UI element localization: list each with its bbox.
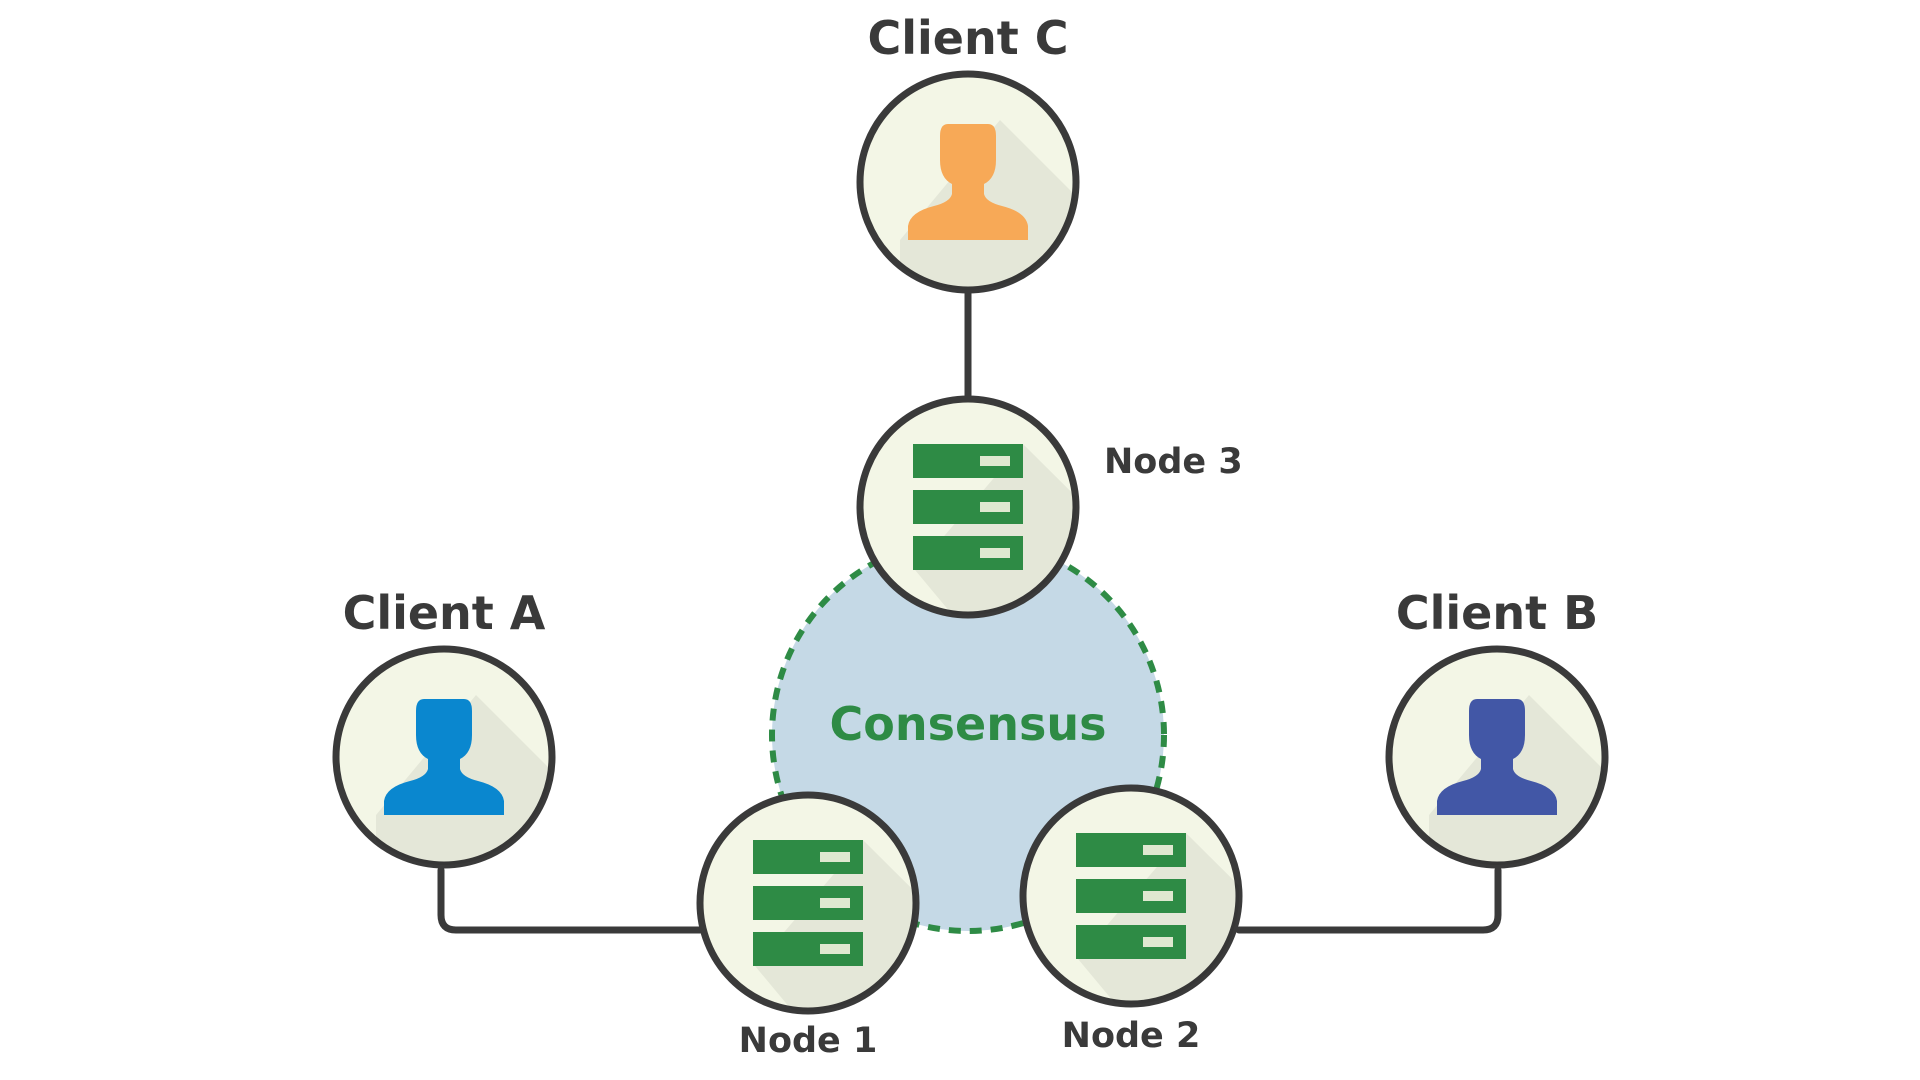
client-c: Client C (856, 11, 1080, 294)
server-rack-icon (913, 444, 1023, 570)
connector-client-b-node-2 (1235, 866, 1502, 934)
node-3: Node 3 (856, 395, 1243, 619)
node-1: Node 1 (696, 791, 920, 1061)
client-a-label: Client A (343, 586, 546, 640)
server-rack-icon (753, 840, 863, 966)
node-2-label: Node 2 (1062, 1016, 1201, 1056)
client-c-label: Client C (867, 11, 1068, 65)
consensus-label: Consensus (830, 697, 1107, 751)
node-1-label: Node 1 (739, 1021, 878, 1061)
client-b-label: Client B (1396, 586, 1598, 640)
connector-lines (437, 286, 1502, 934)
client-a: Client A (332, 586, 556, 869)
client-b: Client B (1385, 586, 1609, 869)
connector-client-a-node-1 (437, 866, 704, 934)
node-2: Node 2 (1019, 784, 1243, 1056)
server-rack-icon (1076, 833, 1186, 959)
node-3-label: Node 3 (1104, 442, 1243, 482)
